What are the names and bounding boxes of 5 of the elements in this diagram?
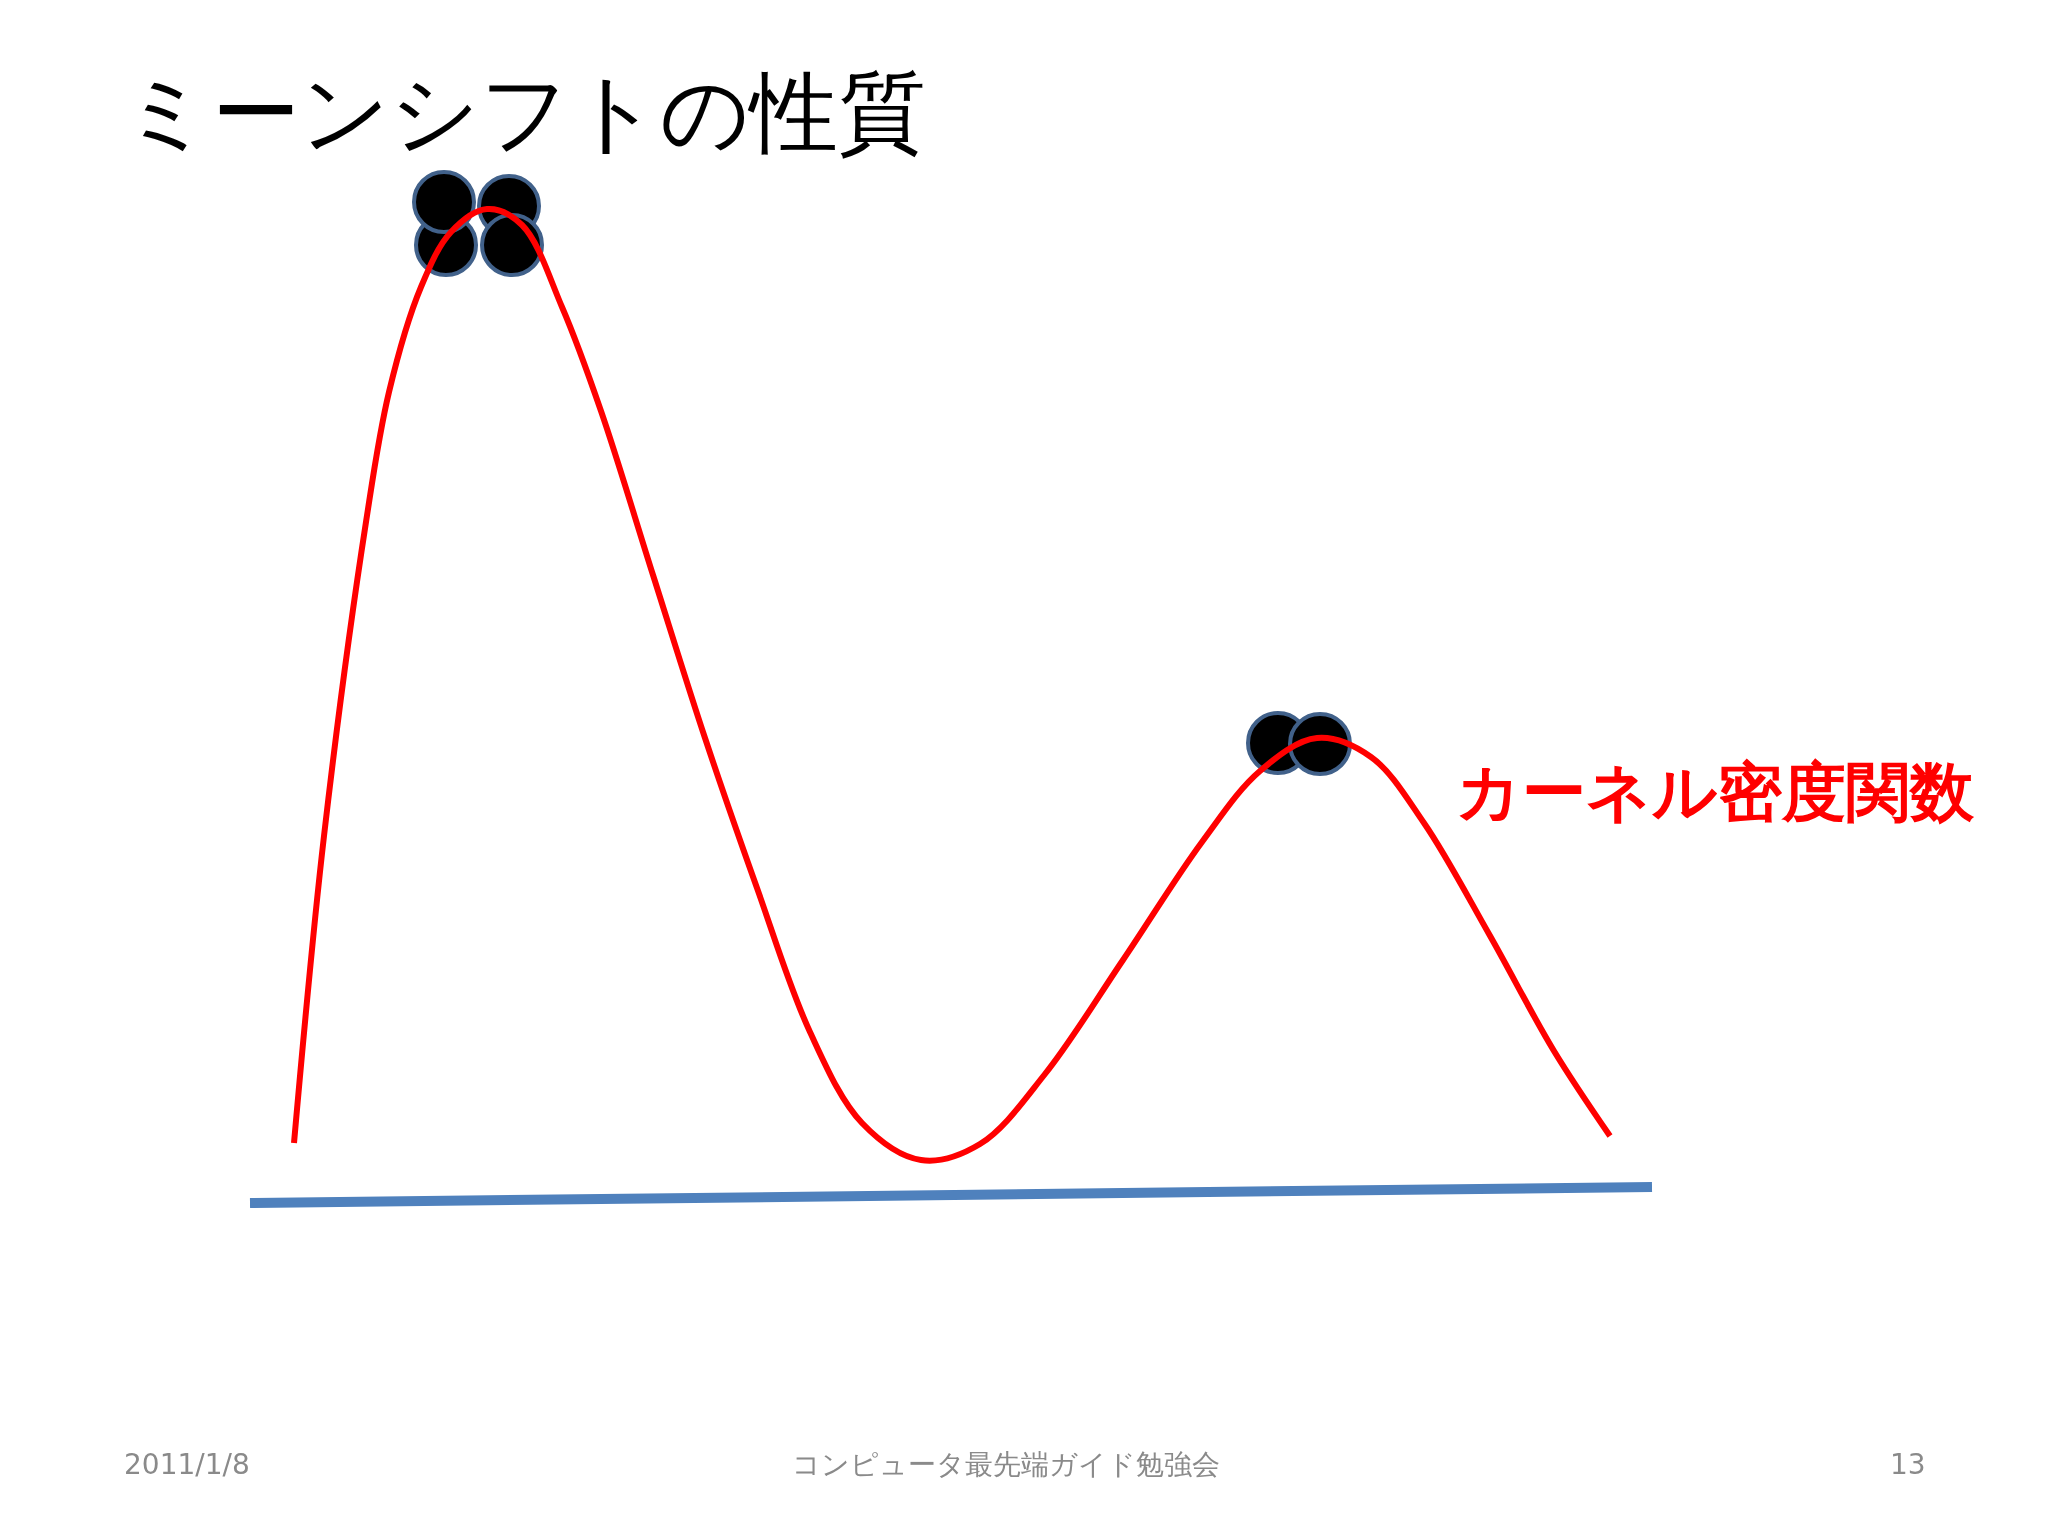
curve-label: カーネル密度関数 [1456,756,1974,830]
slide-title: ミーンシフトの性質 [122,62,926,164]
footer-date: 2011/1/8 [124,1449,250,1482]
page-number: 13 [1890,1449,1926,1482]
footer-text: コンピュータ最先端ガイド勉強会 [792,1449,1220,1482]
